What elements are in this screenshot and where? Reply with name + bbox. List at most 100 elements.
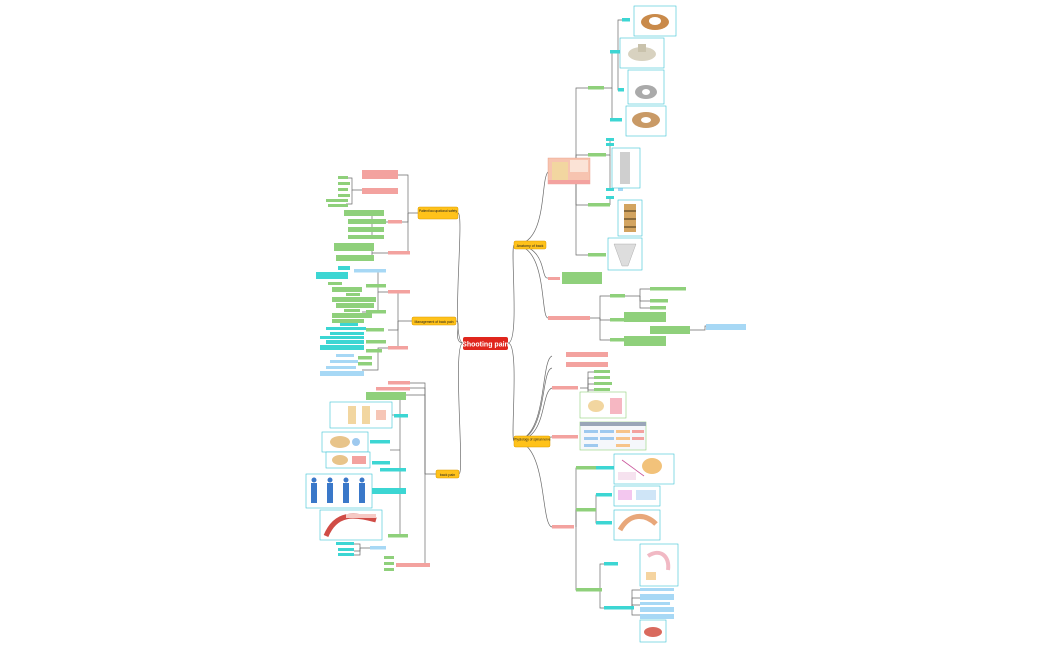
connectors xyxy=(346,19,745,616)
axis-vertebra-image xyxy=(619,37,665,69)
node-block xyxy=(372,461,390,465)
node-block xyxy=(334,243,374,251)
topic-management-label: Management of back pain xyxy=(414,320,453,324)
node-block xyxy=(338,182,350,185)
node-block xyxy=(372,488,406,494)
node-block xyxy=(548,316,590,320)
node-block xyxy=(388,220,402,224)
node-block xyxy=(370,546,386,550)
node-block xyxy=(618,188,623,191)
node-block xyxy=(366,340,386,344)
node-block xyxy=(348,235,384,239)
node-block xyxy=(330,332,364,335)
node-block xyxy=(384,568,394,571)
node-block xyxy=(344,210,384,216)
node-block xyxy=(388,381,410,385)
topic-back-pain-label: back pain xyxy=(440,473,455,477)
node-block xyxy=(320,336,364,339)
node-block xyxy=(566,352,608,357)
node-block xyxy=(344,309,360,312)
node-block xyxy=(548,277,560,280)
node-block xyxy=(338,176,348,179)
node-block xyxy=(610,338,625,342)
node-block xyxy=(348,219,386,224)
node-block xyxy=(366,392,406,400)
back-muscles-image xyxy=(319,509,383,541)
node-block xyxy=(606,196,614,199)
node-block xyxy=(610,118,622,122)
node-block xyxy=(320,345,364,350)
node-block xyxy=(366,328,384,332)
node-block xyxy=(562,272,602,284)
center-topic[interactable]: Shooting pain xyxy=(462,337,509,350)
node-block xyxy=(340,323,358,326)
node-block xyxy=(376,387,410,391)
topic-anatomy[interactable]: Anatomy of back xyxy=(513,240,547,250)
node-block xyxy=(604,606,634,610)
node-block xyxy=(332,313,372,318)
node-block xyxy=(650,287,686,291)
topic-patient-safety-label: Patient/occupational safety xyxy=(419,209,458,213)
node-block xyxy=(362,170,398,179)
vertebral-column-image xyxy=(547,157,591,185)
topic-back-pain[interactable]: back pain xyxy=(435,469,460,479)
node-block xyxy=(650,326,690,334)
node-block xyxy=(332,297,376,302)
node-block xyxy=(588,253,606,257)
node-block xyxy=(320,371,364,376)
node-block xyxy=(650,306,666,310)
node-block xyxy=(366,349,382,353)
node-block xyxy=(624,312,666,322)
node-block xyxy=(610,294,625,298)
spinal-cord-image xyxy=(579,391,627,419)
topic-patient-safety[interactable]: Patient/occupational safety xyxy=(417,206,459,220)
back-pain-branch xyxy=(305,381,430,571)
node-block xyxy=(596,521,612,525)
node-block xyxy=(552,525,574,529)
nerve-diagram-image xyxy=(613,485,661,507)
node-block xyxy=(332,319,364,323)
herniated-disc-image xyxy=(321,431,369,453)
node-block xyxy=(384,556,394,559)
node-block xyxy=(366,284,386,288)
node-block xyxy=(640,602,670,605)
node-block xyxy=(596,493,612,497)
node-block xyxy=(604,562,618,566)
topic-physiology[interactable]: Physiology of spinal nerve xyxy=(513,435,551,448)
sciatica-image xyxy=(325,451,371,469)
node-block xyxy=(388,290,410,294)
node-block xyxy=(706,324,746,330)
nerve-pathway-image xyxy=(613,453,675,485)
node-block xyxy=(388,534,408,538)
node-block xyxy=(618,88,624,92)
node-block xyxy=(338,553,354,556)
node-block xyxy=(396,563,430,567)
topic-anatomy-label: Anatomy of back xyxy=(517,244,544,248)
node-block xyxy=(588,203,610,207)
node-block xyxy=(326,366,356,369)
node-block xyxy=(606,188,614,191)
posture-figures-image xyxy=(305,473,373,509)
node-block xyxy=(326,340,364,344)
atlas-vertebra-image xyxy=(633,5,677,37)
topic-management[interactable]: Management of back pain xyxy=(411,316,457,326)
cervical-vertebra-image xyxy=(627,69,665,105)
node-block xyxy=(336,303,374,308)
node-block xyxy=(338,548,354,551)
node-block xyxy=(576,588,602,592)
spinal-stenosis-image xyxy=(329,401,393,429)
node-block xyxy=(366,310,386,314)
node-block xyxy=(596,466,614,470)
node-block xyxy=(594,376,610,379)
reflex-arc-image xyxy=(613,509,661,541)
node-block xyxy=(566,362,608,367)
node-block xyxy=(640,607,674,612)
node-block xyxy=(606,138,614,141)
node-block xyxy=(338,266,350,270)
node-block xyxy=(394,414,408,418)
spinal-nerve-table-image xyxy=(579,421,647,451)
node-block xyxy=(358,362,372,366)
node-block xyxy=(380,468,406,472)
anatomy-branch xyxy=(547,5,746,346)
